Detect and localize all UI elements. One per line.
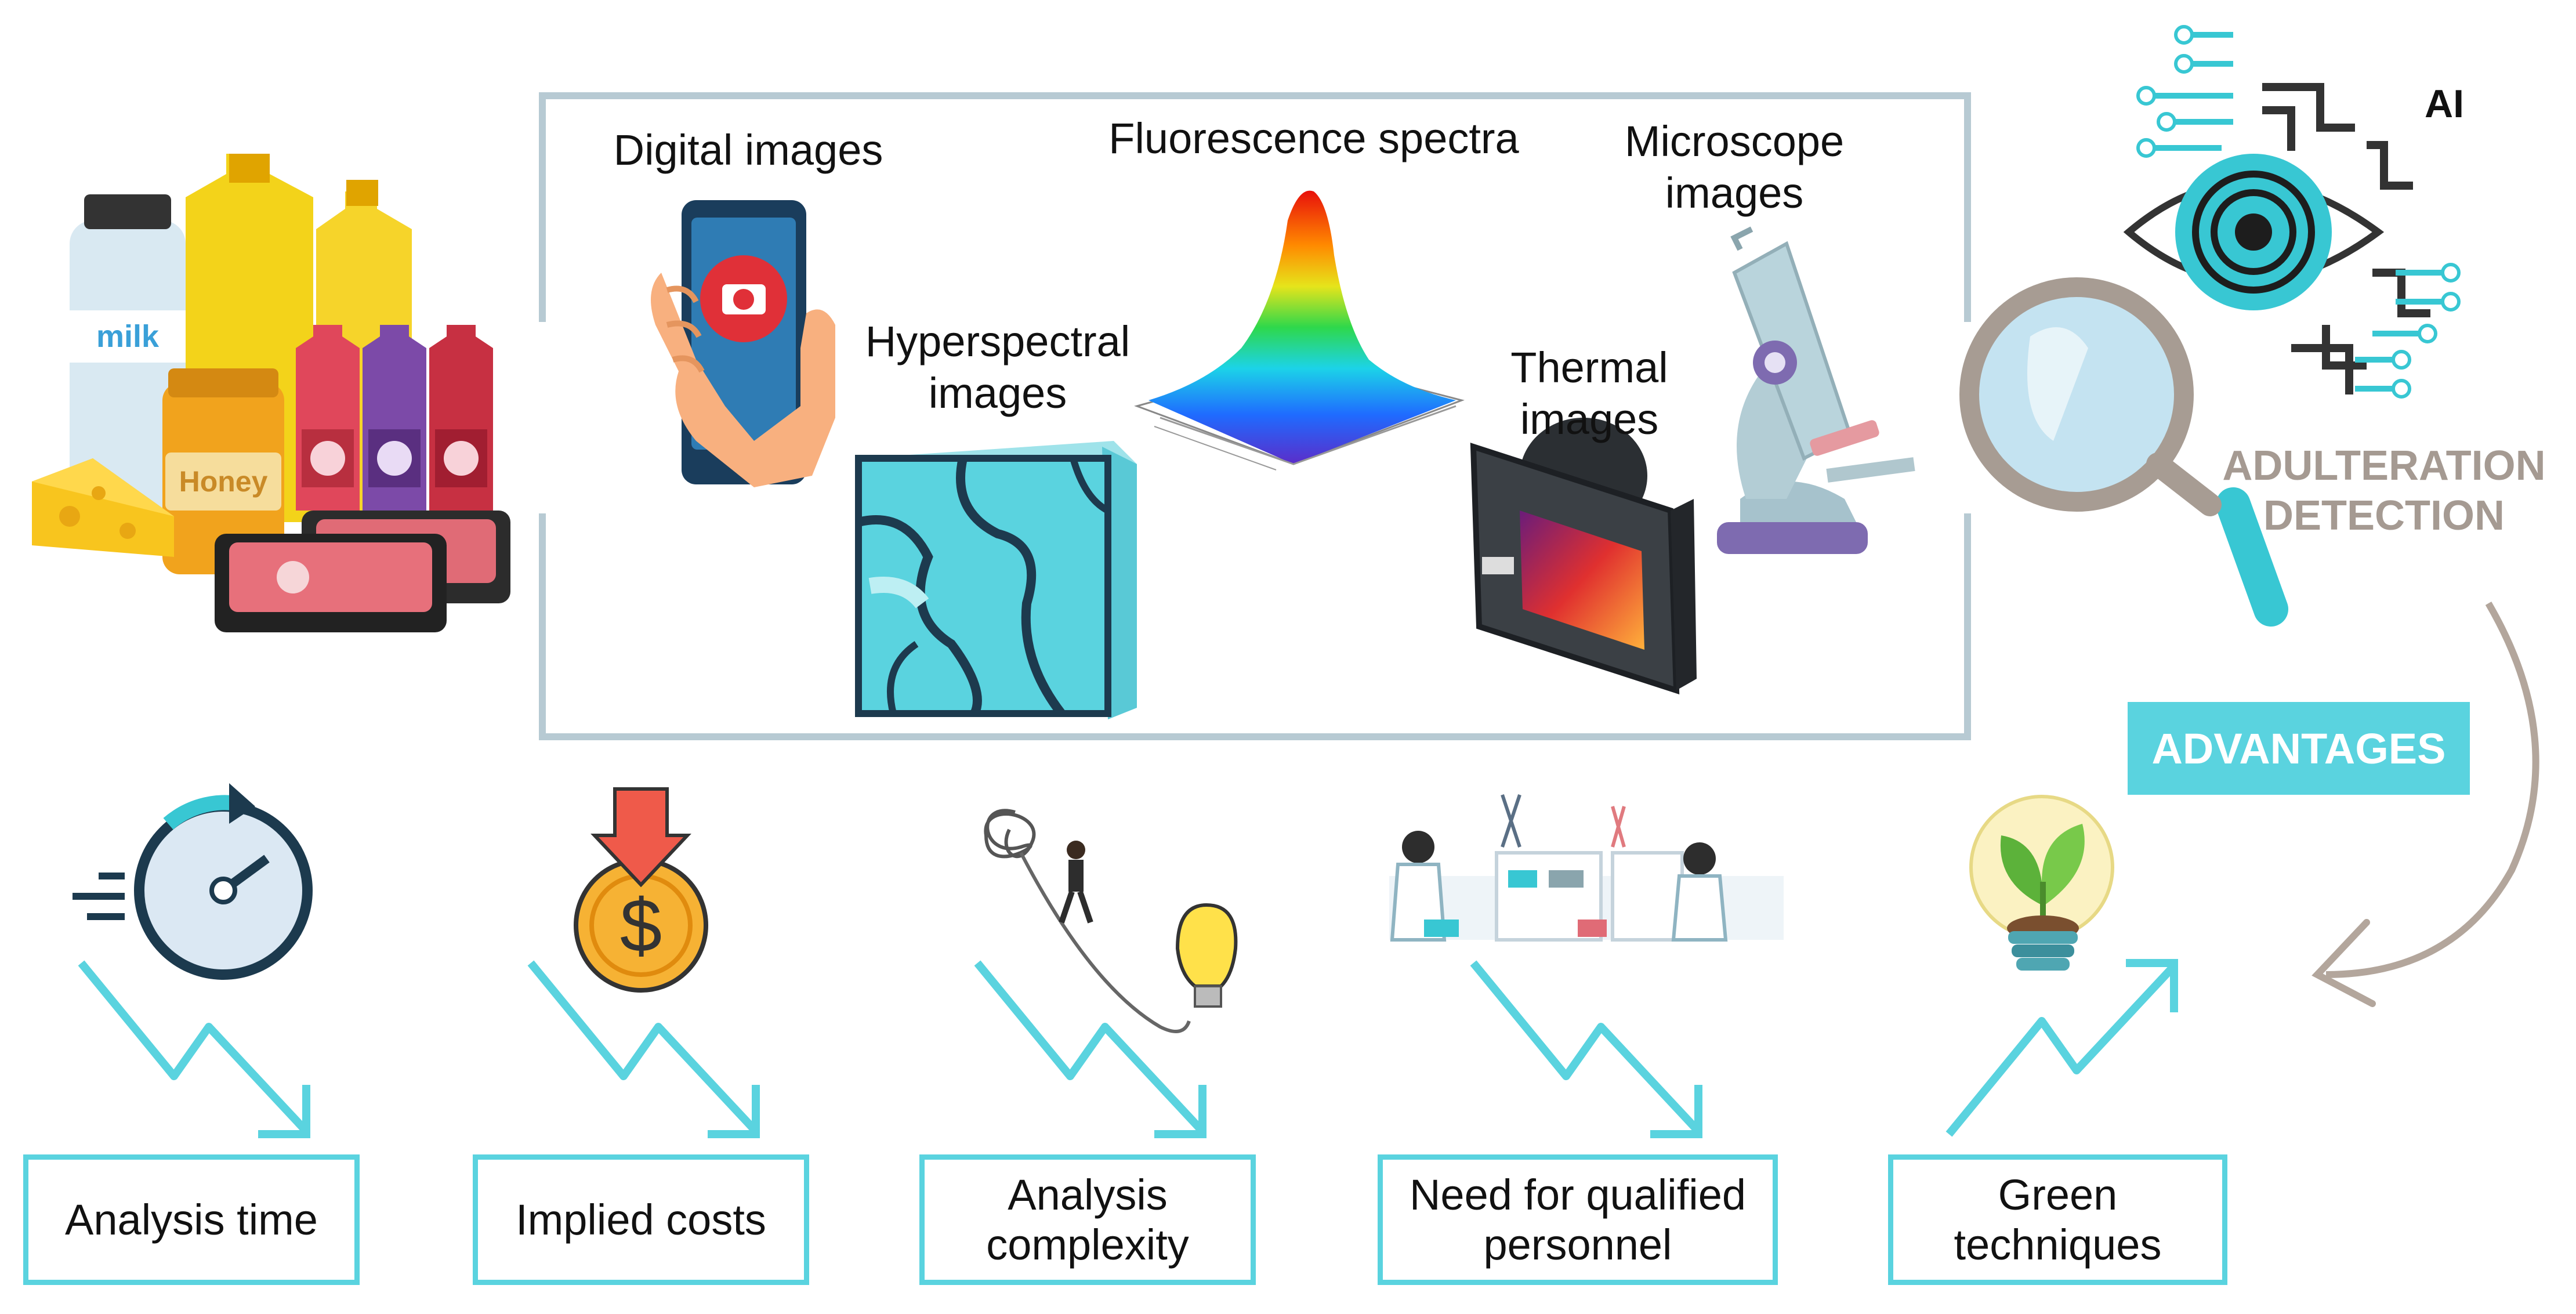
digital-images-label: Digital images [613, 126, 883, 174]
fluorescence-spectra-label: Fluorescence spectra [1108, 114, 1519, 162]
ai-eye-circuit-illustration [2123, 25, 2461, 399]
trend-arrow-analysis-time [78, 960, 310, 1138]
outcome-box-analysis-time: Analysis time [23, 1154, 360, 1285]
ai-label: AI [2425, 82, 2464, 126]
thermal-images-label: Thermal images [1510, 343, 1668, 443]
microscope-illustration [1717, 226, 1915, 554]
svg-text:$: $ [620, 883, 662, 968]
stopwatch-illustration [73, 783, 313, 980]
fluorescence-spectrum-illustration [1134, 190, 1465, 470]
tangled-path-lightbulb-illustration [984, 809, 1238, 1033]
advantages-badge: ADVANTAGES [2128, 702, 2470, 795]
coin-dollar-illustration: $ [574, 787, 708, 993]
outcome-box-implied-costs: Implied costs [473, 1154, 809, 1285]
hyperspectral-cube-illustration [855, 441, 1137, 719]
hyperspectral-images-label: Hyperspectral images [865, 317, 1131, 417]
outcome-box-green-techniques: Green techniques [1888, 1154, 2227, 1285]
outcome-box-analysis-complexity: Analysis complexity [919, 1154, 1256, 1285]
outcome-label: Green techniques [1954, 1171, 2162, 1269]
outcome-label: Analysis complexity [986, 1171, 1189, 1269]
adulteration-detection-label: ADULTERATION DETECTION [2222, 443, 2546, 540]
trend-arrow-green-techniques [1945, 959, 2178, 1137]
outcome-label: Analysis time [65, 1195, 318, 1244]
trend-arrow-implied-costs [527, 960, 760, 1138]
microscope-images-label: Microscope images [1624, 117, 1845, 217]
thermal-camera-illustration [1470, 418, 1697, 694]
curved-arrow [2311, 601, 2539, 1007]
outcome-box-qualified-personnel: Need for qualified personnel [1378, 1154, 1778, 1285]
food-products-illustration [32, 154, 510, 632]
trend-arrow-analysis-complexity [974, 960, 1207, 1138]
laboratory-scientists-illustration [1389, 794, 1784, 942]
green-lightbulb-plant-illustration [1969, 795, 2114, 971]
outcome-label: Implied costs [516, 1195, 766, 1244]
milk-label: milk [96, 319, 160, 354]
outcome-label: Need for qualified personnel [1409, 1171, 1747, 1269]
honey-label: Honey [179, 465, 268, 498]
magnifier-illustration [1959, 277, 2288, 627]
smartphone-camera-illustration [651, 200, 835, 487]
trend-arrow-qualified-personnel [1470, 960, 1702, 1138]
advantages-label: ADVANTAGES [2151, 724, 2446, 773]
techniques-frame [539, 92, 1971, 740]
